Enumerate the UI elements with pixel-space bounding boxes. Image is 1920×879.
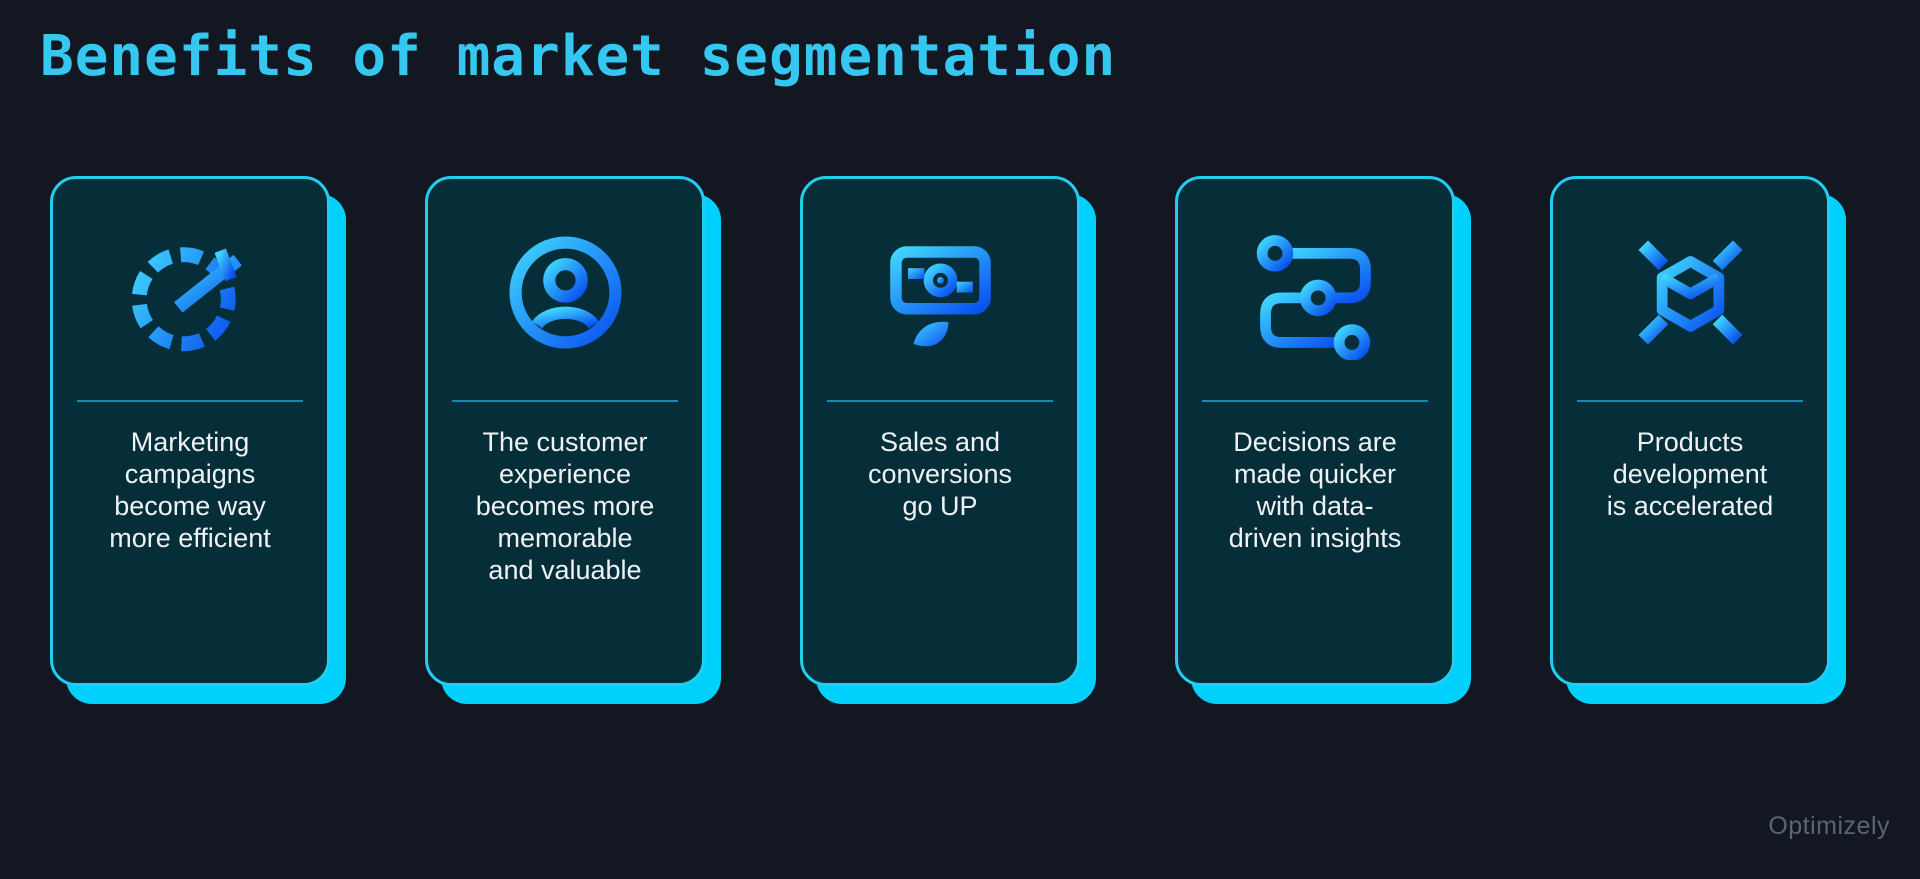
money-growth-icon bbox=[873, 225, 1008, 360]
card-text: Sales and conversions go UP bbox=[867, 427, 1013, 521]
page-title: Benefits of market segmentation bbox=[40, 24, 1117, 89]
card-text: Decisions are made quicker with data- dr… bbox=[1228, 427, 1402, 553]
optimizely-logo: Optimizely bbox=[1768, 812, 1890, 840]
benefit-cards-row: Marketing campaigns become way more effi… bbox=[50, 176, 1830, 686]
card-text: Products development is accelerated bbox=[1606, 427, 1774, 521]
user-circle-icon bbox=[498, 225, 633, 360]
benefit-card-marketing: Marketing campaigns become way more effi… bbox=[50, 176, 330, 686]
card-text: Marketing campaigns become way more effi… bbox=[109, 427, 271, 553]
cube-expand-icon bbox=[1623, 225, 1758, 360]
benefit-card-customer-experience: The customer experience becomes more mem… bbox=[425, 176, 705, 686]
card-divider bbox=[1577, 400, 1803, 402]
speedometer-icon bbox=[123, 225, 258, 360]
card-divider bbox=[1202, 400, 1428, 402]
benefit-card-products: Products development is accelerated bbox=[1550, 176, 1830, 686]
workflow-icon bbox=[1248, 225, 1383, 360]
benefit-card-decisions: Decisions are made quicker with data- dr… bbox=[1175, 176, 1455, 686]
card-divider bbox=[827, 400, 1053, 402]
card-divider bbox=[77, 400, 303, 402]
card-divider bbox=[452, 400, 678, 402]
card-text: The customer experience becomes more mem… bbox=[475, 427, 655, 585]
benefit-card-sales: Sales and conversions go UP bbox=[800, 176, 1080, 686]
